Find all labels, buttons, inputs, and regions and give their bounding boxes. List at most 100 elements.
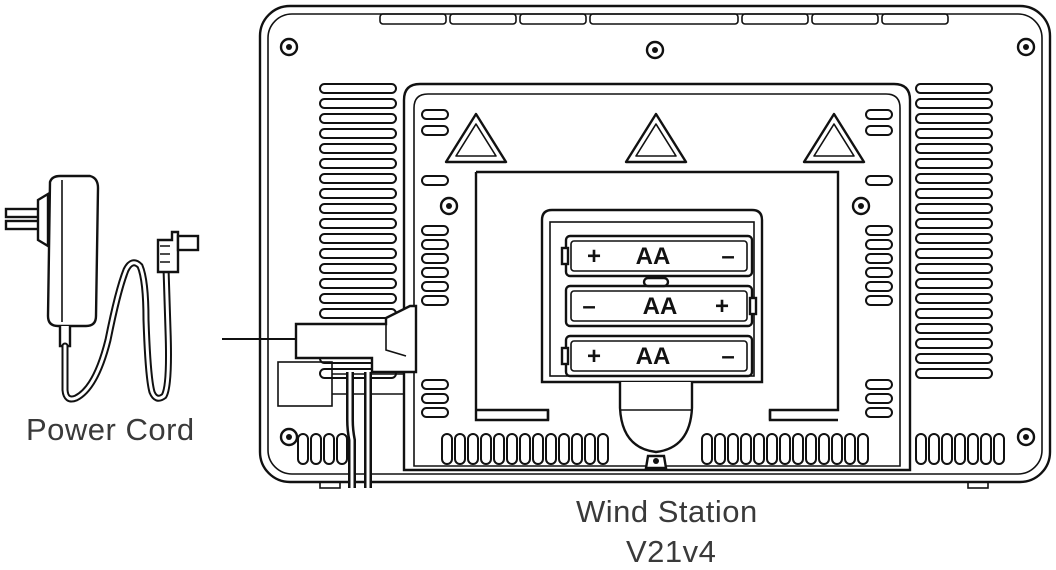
screw-holes xyxy=(279,37,1036,447)
vent-slot xyxy=(915,293,993,304)
power-jack-channel xyxy=(277,304,418,488)
right-vent-slots xyxy=(915,83,993,379)
vent-slot xyxy=(980,433,992,465)
vent-slot xyxy=(865,379,893,390)
bottom-vent-slots xyxy=(297,433,1005,465)
station-version-label: V21v4 xyxy=(626,534,717,569)
battery-latch xyxy=(618,382,694,454)
vent-slot xyxy=(319,203,397,214)
vent-slot xyxy=(493,433,505,465)
vent-slot xyxy=(857,433,869,465)
vent-slot xyxy=(915,158,993,169)
vent-slot xyxy=(421,225,449,236)
vent-slot xyxy=(915,203,993,214)
vent-slot xyxy=(421,125,449,136)
vent-slot xyxy=(831,433,843,465)
vent-slot xyxy=(805,433,817,465)
vent-slot xyxy=(844,433,856,465)
vent-slot xyxy=(928,433,940,465)
vent-slot xyxy=(915,113,993,124)
vent-slot xyxy=(865,175,893,186)
battery-3: + AA – xyxy=(560,334,754,378)
battery-2-right-terminal: + xyxy=(715,293,729,320)
vent-slot xyxy=(915,143,993,154)
vent-slot xyxy=(915,128,993,139)
battery-1-left-terminal: + xyxy=(587,243,601,270)
vent-slot xyxy=(967,433,979,465)
adapter-plug-block xyxy=(36,191,50,249)
vent-slot xyxy=(558,433,570,465)
battery-1: + AA – xyxy=(560,234,754,278)
vent-slot xyxy=(865,253,893,264)
vent-slot xyxy=(319,173,397,184)
top-ribs xyxy=(379,13,949,25)
vent-slot xyxy=(740,433,752,465)
vent-slot xyxy=(915,338,993,349)
vent-slot xyxy=(993,433,1005,465)
center-stand-panel xyxy=(402,82,912,472)
vent-slot xyxy=(421,379,449,390)
vent-slot xyxy=(865,407,893,418)
station-name-label: Wind Station xyxy=(576,494,758,529)
power-cord-label: Power Cord xyxy=(26,412,195,447)
vent-slot xyxy=(319,263,397,274)
vent-slot xyxy=(915,433,927,465)
vent-slot xyxy=(915,323,993,334)
vent-slot xyxy=(954,433,966,465)
adapter-body xyxy=(46,174,100,328)
vent-slot xyxy=(865,295,893,306)
vent-slot xyxy=(441,433,453,465)
vent-slot xyxy=(532,433,544,465)
vent-slot xyxy=(941,433,953,465)
vent-slot xyxy=(319,293,397,304)
vent-slot xyxy=(915,278,993,289)
vent-slot xyxy=(597,433,609,465)
vent-slot xyxy=(319,308,397,319)
vent-slot xyxy=(779,433,791,465)
battery-compartment: + AA – – AA + + AA – xyxy=(540,208,764,470)
barrel-plug xyxy=(156,230,180,274)
vent-slot xyxy=(584,433,596,465)
station-back-housing xyxy=(258,4,1052,489)
vent-slot xyxy=(421,239,449,250)
vent-slot xyxy=(915,173,993,184)
vent-slot xyxy=(421,281,449,292)
vent-slot xyxy=(297,433,309,465)
battery-2-label: AA xyxy=(643,293,678,320)
vent-slot xyxy=(323,433,335,465)
vent-slot xyxy=(915,368,993,379)
vent-slot xyxy=(571,433,583,465)
vent-slot xyxy=(319,98,397,109)
vent-slot xyxy=(319,128,397,139)
battery-1-right-terminal: – xyxy=(721,243,734,270)
vent-slot xyxy=(792,433,804,465)
vent-slot xyxy=(915,218,993,229)
vent-slot xyxy=(467,433,479,465)
vent-slot xyxy=(319,113,397,124)
vent-slot xyxy=(753,433,765,465)
hanging-triangles xyxy=(444,112,866,164)
vent-slot xyxy=(421,175,449,186)
vent-slot xyxy=(701,433,713,465)
vent-slot xyxy=(915,233,993,244)
battery-3-right-terminal: – xyxy=(721,343,734,370)
vent-slot xyxy=(319,143,397,154)
vent-slot xyxy=(865,225,893,236)
vent-slot xyxy=(865,239,893,250)
adapter-prong-top xyxy=(4,207,44,219)
vent-slot xyxy=(421,267,449,278)
vent-slot xyxy=(714,433,726,465)
battery-1-label: AA xyxy=(636,243,671,270)
vent-slot xyxy=(865,109,893,120)
vent-slot xyxy=(421,393,449,404)
vent-slot xyxy=(915,188,993,199)
vent-slot xyxy=(421,407,449,418)
adapter-prong-bottom xyxy=(4,219,44,231)
vent-slot xyxy=(519,433,531,465)
battery-3-label: AA xyxy=(636,343,671,370)
battery-2-left-terminal: – xyxy=(582,293,595,320)
vent-slot xyxy=(319,278,397,289)
inner-vent-slots xyxy=(421,109,893,418)
battery-2: – AA + xyxy=(564,284,758,328)
